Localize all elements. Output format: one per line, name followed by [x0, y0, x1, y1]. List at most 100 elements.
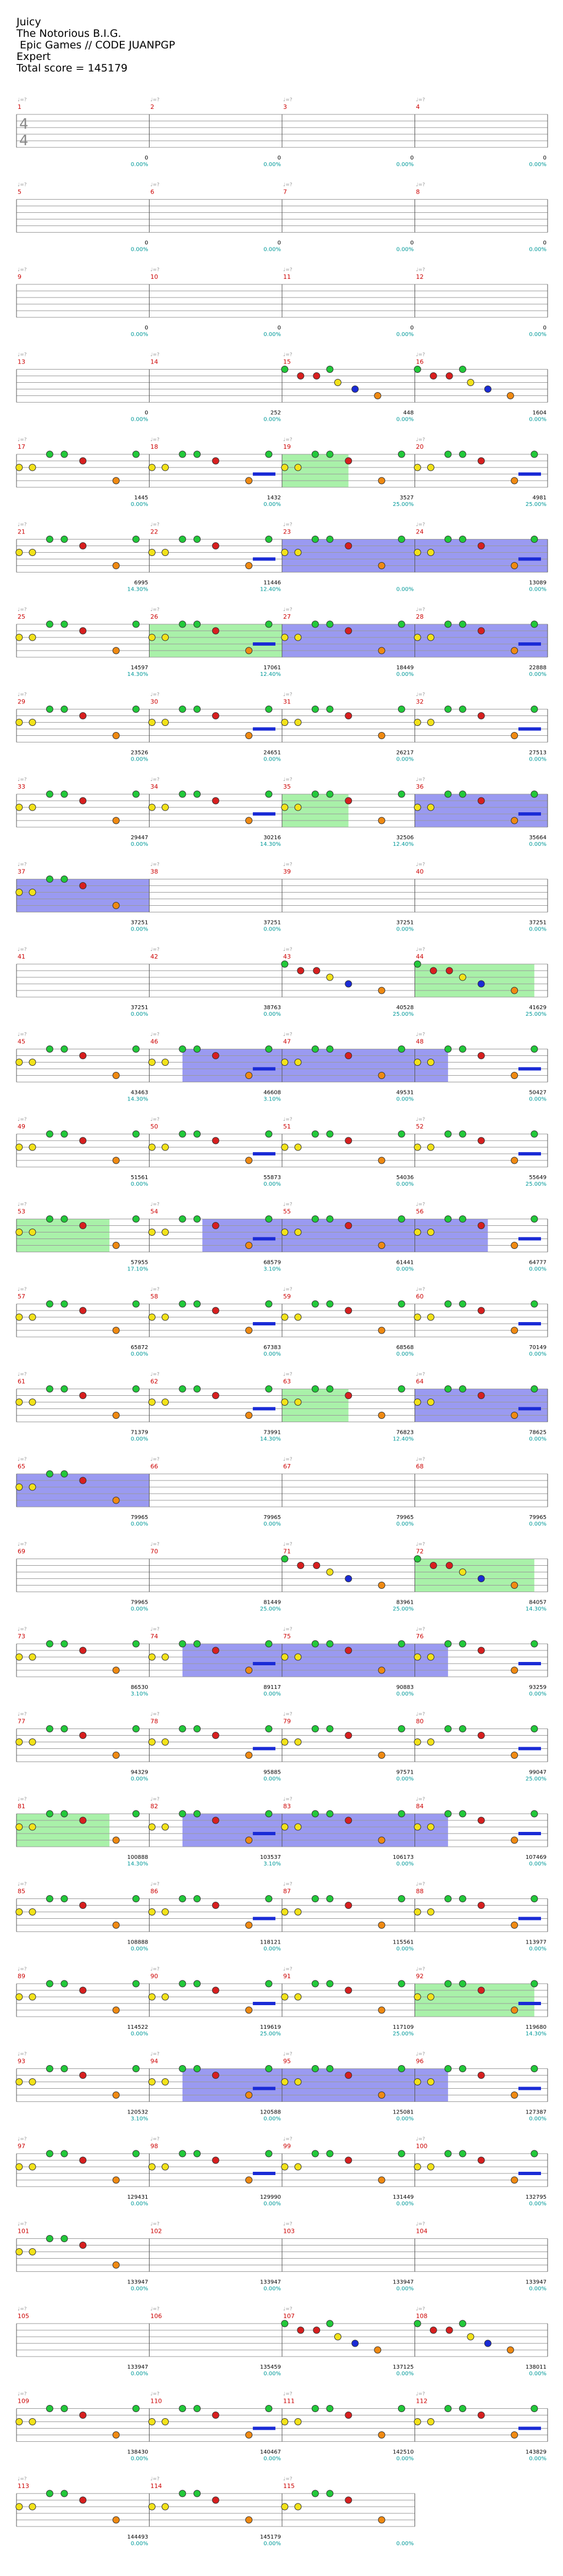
- chart-row: 29♩=?235260.00%30♩=?246510.00%31♩=?26217…: [15, 692, 548, 763]
- note-gem-icon: [15, 803, 23, 811]
- note-gem-icon: [265, 1810, 273, 1818]
- star-power-active: [182, 1814, 448, 1847]
- note-gem-icon: [294, 2418, 302, 2425]
- note-gem-icon: [245, 1836, 253, 1844]
- bpm-marker-icon: ♩=?: [151, 2222, 160, 2227]
- note-gem-icon: [378, 1412, 385, 1419]
- bpm-marker-icon: ♩=?: [151, 1032, 160, 1038]
- measure-score: 51561: [131, 1175, 148, 1181]
- note-gem-icon: [281, 1653, 289, 1661]
- measure-percent: 0.00%: [396, 1776, 414, 1782]
- note-gem-icon: [413, 1823, 421, 1831]
- measure-percent: 3.10%: [131, 1691, 148, 1697]
- measure-percent: 0.00%: [396, 2371, 414, 2377]
- measure-number: 59: [283, 1293, 291, 1300]
- bpm-marker-icon: ♩=?: [18, 1797, 27, 1802]
- measure-score: 120588: [260, 2110, 281, 2116]
- measure-number: 63: [283, 1378, 291, 1385]
- note-gem-icon: [112, 1412, 120, 1419]
- measure-score: 140467: [260, 2450, 281, 2456]
- measure-score: 55873: [263, 1175, 281, 1181]
- note-gem-icon: [15, 1908, 23, 1916]
- note-gem-icon: [311, 450, 319, 458]
- note-gem-icon: [459, 1130, 466, 1138]
- measure-number: 31: [283, 698, 291, 706]
- chart-row: 93♩=?1205323.10%94♩=?1205880.00%95♩=?125…: [15, 2052, 548, 2122]
- note-gem-icon: [427, 1229, 434, 1236]
- star-power-phrase: [16, 1814, 110, 1847]
- measure-score: 106173: [393, 1854, 413, 1861]
- bpm-marker-icon: ♩=?: [416, 2137, 426, 2142]
- measure-percent: 0.00%: [396, 1097, 414, 1103]
- note-gem-icon: [46, 1640, 53, 1648]
- note-gem-icon: [459, 1725, 466, 1732]
- note-gem-icon: [345, 2412, 352, 2419]
- note-gem-icon: [311, 1895, 319, 1902]
- note-gem-icon: [326, 366, 334, 373]
- measure-score: 57955: [131, 1260, 148, 1266]
- note-gem-icon: [79, 1477, 87, 1484]
- note-gem-icon: [265, 1130, 273, 1138]
- measure-number: 113: [18, 2483, 29, 2490]
- measure-score: 0: [543, 155, 547, 161]
- note-gem-icon: [294, 1993, 302, 2001]
- note-gem-icon: [161, 1229, 169, 1236]
- note-gem-icon: [265, 2405, 273, 2412]
- measure-percent: 25.00%: [393, 502, 413, 508]
- measure-number: 17: [18, 443, 25, 450]
- bpm-marker-icon: ♩=?: [151, 1117, 160, 1122]
- measure-score: 30216: [263, 835, 281, 841]
- note-gem-icon: [15, 2163, 23, 2171]
- bpm-marker-icon: ♩=?: [151, 2392, 160, 2397]
- measure-percent: 0.00%: [263, 2541, 281, 2547]
- measure-percent: 0.00%: [529, 1351, 547, 1357]
- note-gem-icon: [281, 1399, 289, 1406]
- bpm-marker-icon: ♩=?: [416, 183, 426, 188]
- note-gem-icon: [193, 1215, 201, 1223]
- note-gem-icon: [398, 2065, 405, 2072]
- bpm-marker-icon: ♩=?: [416, 692, 426, 698]
- sustain-bar-icon: [518, 1322, 541, 1325]
- note-gem-icon: [398, 706, 405, 713]
- bpm-marker-icon: ♩=?: [283, 607, 292, 613]
- note-gem-icon: [29, 549, 36, 556]
- note-gem-icon: [29, 1483, 36, 1491]
- bpm-marker-icon: ♩=?: [18, 2052, 27, 2057]
- measure-number: 39: [283, 868, 291, 876]
- bpm-marker-icon: ♩=?: [283, 1287, 292, 1292]
- note-gem-icon: [511, 1836, 518, 1844]
- note-gem-icon: [179, 536, 186, 543]
- note-gem-icon: [132, 1130, 140, 1138]
- measure-score: 73991: [263, 1430, 281, 1436]
- measure-percent: 0.00%: [263, 247, 281, 253]
- measure-number: 43: [283, 953, 291, 960]
- note-gem-icon: [60, 2150, 68, 2157]
- bpm-marker-icon: ♩=?: [151, 1542, 160, 1548]
- note-gem-icon: [378, 1666, 385, 1674]
- bpm-marker-icon: ♩=?: [283, 1882, 292, 1887]
- note-gem-icon: [531, 790, 538, 798]
- note-gem-icon: [345, 627, 352, 635]
- note-gem-icon: [326, 1810, 334, 1818]
- sustain-bar-icon: [252, 2172, 275, 2175]
- sustain-bar-icon: [252, 472, 275, 476]
- note-gem-icon: [281, 549, 289, 556]
- note-gem-icon: [459, 1895, 466, 1902]
- note-gem-icon: [413, 803, 421, 811]
- chart-row: 441♩=?00.00%2♩=?00.00%3♩=?00.00%4♩=?00.0…: [16, 97, 548, 168]
- bpm-marker-icon: ♩=?: [18, 2392, 27, 2397]
- measure-score: 107469: [526, 1854, 547, 1861]
- note-gem-icon: [459, 1300, 466, 1308]
- measure-number: 105: [18, 2313, 29, 2320]
- note-gem-icon: [212, 2496, 219, 2504]
- measure-number: 93: [18, 2058, 25, 2065]
- bpm-marker-icon: ♩=?: [416, 1712, 426, 1718]
- measure-score: 132795: [526, 2194, 547, 2200]
- note-gem-icon: [29, 1399, 36, 1406]
- bpm-marker-icon: ♩=?: [151, 1967, 160, 1972]
- note-gem-icon: [511, 987, 518, 994]
- note-gem-icon: [413, 1313, 421, 1321]
- note-gem-icon: [511, 2091, 518, 2099]
- note-gem-icon: [46, 1470, 53, 1478]
